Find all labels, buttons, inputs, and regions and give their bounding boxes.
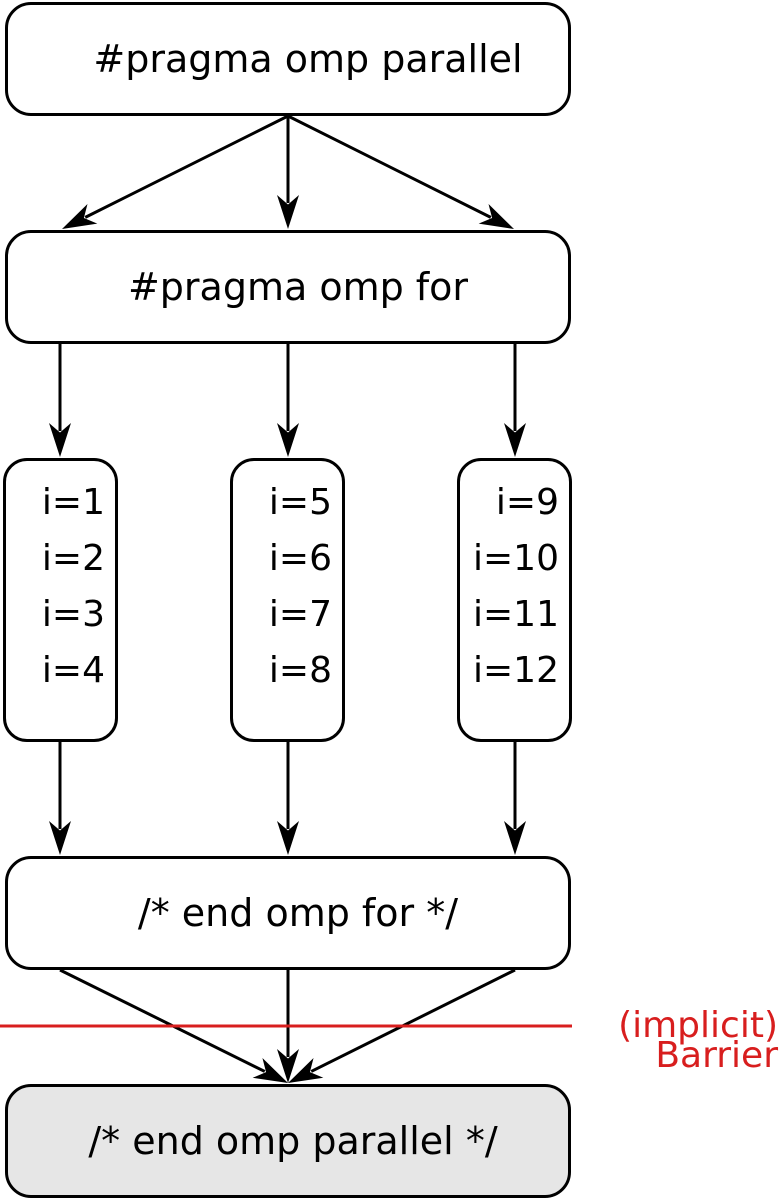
end-for-label: /* end omp for */ (137, 891, 459, 935)
end-parallel-label: /* end omp parallel */ (88, 1119, 498, 1163)
end-for-box: /* end omp for */ (5, 856, 571, 970)
iteration-label: i=3 (41, 594, 105, 635)
flow-arrowhead (277, 423, 299, 457)
iteration-label: i=11 (473, 594, 559, 635)
end-parallel-box: /* end omp parallel */ (5, 1084, 571, 1198)
flow-arrowhead (478, 203, 514, 229)
flow-arrowhead (62, 203, 98, 229)
thread-box-2: i=5 i=6 i=7 i=8 (230, 458, 345, 742)
thread-box-3: i=9 i=10 i=11 i=12 (457, 458, 572, 742)
flow-arrow-line (84, 114, 289, 219)
flow-arrowhead (277, 1049, 299, 1083)
thread-iterations-2: i=5 i=6 i=7 i=8 (269, 475, 332, 699)
flow-arrowhead (252, 1058, 288, 1083)
flow-arrowhead (504, 423, 526, 457)
iteration-label: i=4 (41, 650, 105, 691)
barrier-label: Barrier (655, 1035, 778, 1076)
iteration-label: i=1 (41, 482, 105, 523)
barrier-implicit-label: (implicit) (618, 1005, 778, 1046)
parallel-start-label: #pragma omp parallel (93, 37, 523, 81)
for-start-box: #pragma omp for (5, 230, 571, 344)
parallel-start-box: #pragma omp parallel (5, 2, 571, 116)
iteration-label: i=12 (473, 650, 559, 691)
flow-arrowhead (288, 1058, 324, 1083)
iteration-label: i=2 (41, 538, 105, 579)
iteration-label: i=8 (268, 650, 332, 691)
iteration-label: i=7 (268, 594, 332, 635)
flow-arrowhead (277, 821, 299, 855)
flow-arrow-line (287, 114, 492, 219)
thread-iterations-1: i=1 i=2 i=3 i=4 (42, 475, 105, 699)
iteration-label: i=6 (268, 538, 332, 579)
flow-arrowhead (277, 195, 299, 229)
for-start-label: #pragma omp for (127, 265, 469, 309)
thread-iterations-3: i=9 i=10 i=11 i=12 (473, 475, 559, 699)
flow-arrowhead (49, 423, 71, 457)
iteration-label: i=10 (473, 538, 559, 579)
flow-arrow-line (59, 968, 266, 1073)
flow-arrow-line (310, 968, 516, 1073)
flow-arrowhead (49, 821, 71, 855)
iteration-label: i=9 (495, 482, 559, 523)
thread-box-1: i=1 i=2 i=3 i=4 (3, 458, 118, 742)
iteration-label: i=5 (268, 482, 332, 523)
flow-arrowhead (504, 821, 526, 855)
